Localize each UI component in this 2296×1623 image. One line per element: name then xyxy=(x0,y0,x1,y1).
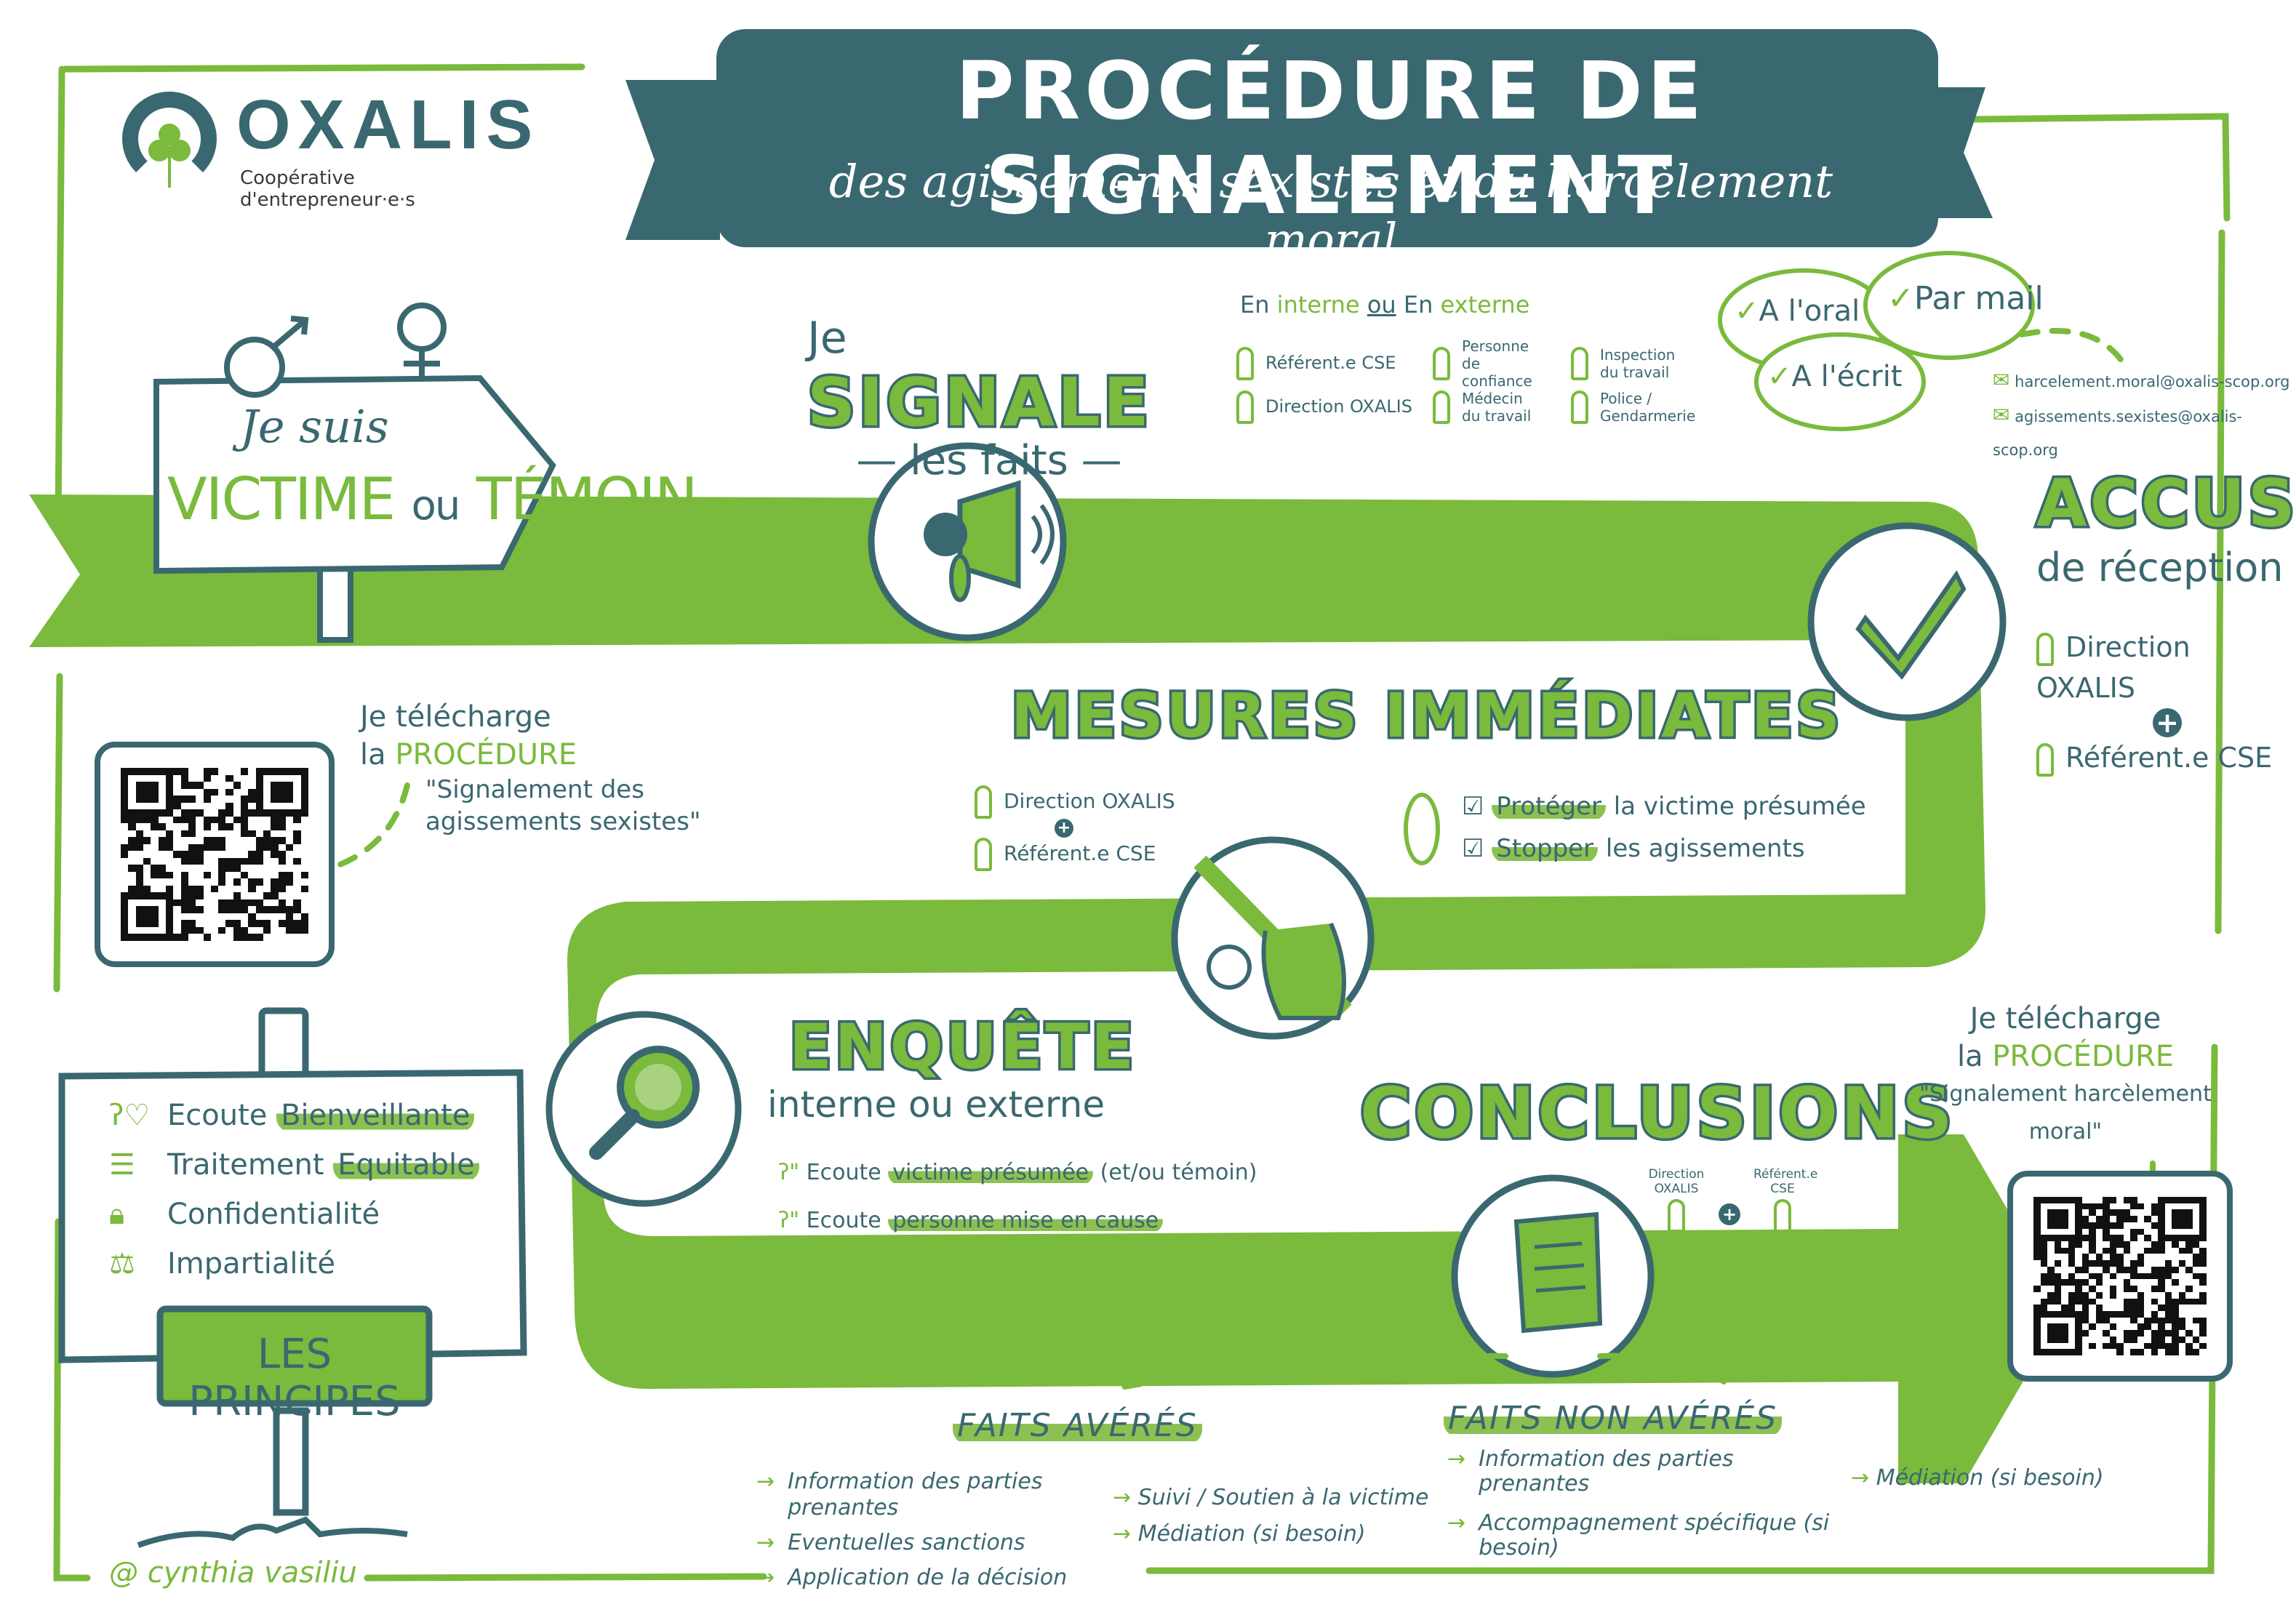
plus-icon: + xyxy=(1719,1203,1740,1225)
qr-code-right[interactable] xyxy=(2007,1171,2233,1382)
sign-connector: ou xyxy=(411,482,461,529)
faits-non-averes-col2: → Médiation (si besoin) xyxy=(1851,1465,2104,1491)
padlock-icon: 🔒︎ xyxy=(109,1198,125,1231)
mesures-actions: ☑ Protéger la victime présumée ☑ Stopper… xyxy=(1462,785,1866,870)
contact-item: Inspection du travail xyxy=(1571,346,1709,381)
qr-code-left[interactable] xyxy=(95,742,335,967)
email-list: ✉ harcelement.moral@oxalis-scop.org ✉ ag… xyxy=(1993,364,2296,467)
equal-icon: ☰ xyxy=(109,1148,135,1182)
faits-non-averes-title: FAITS NON AVÉRÉS xyxy=(1444,1400,1783,1437)
victim-label: VICTIME xyxy=(167,465,396,533)
contact-item: Direction OXALIS xyxy=(1236,390,1433,424)
conclusions-title: CONCLUSIONS xyxy=(1358,1070,1956,1157)
person-icon xyxy=(1571,347,1588,380)
signal-title: SIGNALE xyxy=(805,361,1152,444)
start-signpost xyxy=(153,302,556,643)
contact-item: Médecin du travail xyxy=(1433,390,1571,425)
logo-tagline: Coopérative d'entrepreneur·e·s xyxy=(240,167,415,211)
step-signal-heading: Je SIGNALE — les faits — xyxy=(805,313,1171,484)
enquete-subtitle: interne ou externe xyxy=(767,1083,1105,1126)
person-icon xyxy=(2036,632,2054,666)
clover-icon xyxy=(122,92,217,188)
witness-label: TÉMOIN xyxy=(476,465,698,533)
logo-name: OXALIS xyxy=(236,86,540,164)
sign-prefix: Je suis xyxy=(240,400,389,453)
step-enquete: ENQUÊTE interne ou externe xyxy=(767,1009,1137,1126)
ear-icon: ʔ" xyxy=(778,1160,800,1185)
person-icon xyxy=(1433,347,1450,380)
person-icon xyxy=(1774,1199,1791,1233)
contact-item: Police / Gendarmerie xyxy=(1571,390,1709,425)
download-left-text: Je télécharge la PROCÉDURE "Signalement … xyxy=(360,700,701,836)
mesures-actors: Direction OXALIS + Référent.e CSE xyxy=(975,785,1175,871)
channel-oral: ✓A l'oral xyxy=(1735,294,1860,328)
enquete-items: ʔ" Ecoute victime présumée (et/ou témoin… xyxy=(778,1149,1257,1245)
signal-subtitle: — les faits — xyxy=(856,437,1122,484)
download-right-text: Je télécharge la PROCÉDURE "Signalement … xyxy=(1919,1002,2212,1145)
checkmark-icon xyxy=(1855,570,1967,680)
email-item[interactable]: ✉ harcelement.moral@oxalis-scop.org xyxy=(1993,368,2290,392)
principles-title: LES PRINCIPES xyxy=(188,1331,401,1425)
person-icon xyxy=(2036,742,2054,777)
page-subtitle: des agissements sexistes et du harcèleme… xyxy=(828,155,1833,266)
person-icon xyxy=(1236,347,1254,380)
action-item: ☑ Protéger la victime présumée xyxy=(1462,792,1866,821)
stop-hand-icon xyxy=(1193,855,1352,1020)
channel-mail: ✓Par mail xyxy=(1887,280,2044,317)
contacts-grid: Référent.e CSE Direction OXALIS Personne… xyxy=(1236,337,1709,429)
person-icon xyxy=(975,785,992,819)
start-sign: Je suis VICTIME ou TÉMOIN xyxy=(160,393,698,567)
actor-item: Direction OXALIS xyxy=(2036,631,2191,704)
enquete-title: ENQUÊTE xyxy=(787,1009,1137,1086)
contact-item: Référent.e CSE xyxy=(1236,347,1433,380)
principle-item: ☰Traitement Equitable xyxy=(109,1140,479,1190)
principle-item: 🔒︎Confidentialité xyxy=(109,1190,479,1239)
envelope-icon: ✉ xyxy=(1993,403,2010,427)
megaphone-icon xyxy=(924,480,1055,602)
page-title: PROCÉDURE DE SIGNALEMENT xyxy=(956,44,1706,232)
accuse-subtitle: de réception xyxy=(2036,545,2284,590)
person-icon xyxy=(1433,390,1450,424)
scope-label: En interne ou En externe xyxy=(1240,291,1530,318)
target-icon xyxy=(1404,793,1440,865)
person-icon xyxy=(1236,390,1254,424)
ear-heart-icon: ʔ♡ xyxy=(109,1099,151,1132)
signal-prefix: Je xyxy=(807,313,847,364)
step-accuse: ACCUSÉ de réception Direction OXALIS + R… xyxy=(2034,463,2296,778)
author-credit: @ cynthia vasiliu xyxy=(109,1556,357,1590)
faits-averes-title: FAITS AVÉRÉS xyxy=(953,1407,1202,1444)
action-item: ☑ Stopper les agissements xyxy=(1462,834,1805,863)
scroll-icon xyxy=(1513,1211,1603,1334)
principles-list: ʔ♡Ecoute Bienveillante ☰Traitement Equit… xyxy=(109,1091,479,1289)
accuse-title: ACCUSÉ xyxy=(2034,463,2296,545)
person-icon xyxy=(1571,390,1588,424)
ear-icon: ʔ" xyxy=(778,1208,800,1233)
faits-averes-col1: →Information des parties prenantes →Even… xyxy=(756,1469,1068,1590)
checkbox-icon: ☑ xyxy=(1462,834,1484,863)
principle-item: ⚖Impartialité xyxy=(109,1239,479,1289)
plus-icon: + xyxy=(1055,819,1073,838)
faits-averes-col2: → Suivi / Soutien à la victime → Médiati… xyxy=(1113,1485,1429,1547)
actor-item: Référent.e CSE xyxy=(2036,737,2284,778)
person-icon xyxy=(975,838,992,871)
email-item[interactable]: ✉ agissements.sexistes@oxalis-scop.org xyxy=(1993,403,2243,459)
enquete-item: ʔ" Ecoute personne mise en cause xyxy=(778,1197,1257,1245)
channel-ecrit: ✓A l'écrit xyxy=(1767,360,1903,393)
envelope-icon: ✉ xyxy=(1993,368,2010,392)
principle-item: ʔ♡Ecoute Bienveillante xyxy=(109,1091,479,1140)
title-banner xyxy=(625,29,1993,247)
conclusions-actors: Direction OXALIS + Référent.e CSE xyxy=(1647,1167,1817,1233)
scales-icon: ⚖ xyxy=(109,1247,135,1281)
logo: OXALIS Coopérative d'entrepreneur·e·s xyxy=(116,86,532,211)
mesures-title: MESURES IMMÉDIATES xyxy=(1009,678,1843,754)
faits-non-averes-col1: →Information des parties prenantes →Acco… xyxy=(1447,1446,1830,1560)
contact-item: Personne de confiance xyxy=(1433,337,1571,390)
plus-icon: + xyxy=(2153,708,2182,737)
enquete-item: ʔ" Ecoute victime présumée (et/ou témoin… xyxy=(778,1160,1257,1185)
person-icon xyxy=(1668,1199,1685,1233)
magnifier-icon xyxy=(589,1046,700,1160)
checkbox-icon: ☑ xyxy=(1462,792,1484,821)
